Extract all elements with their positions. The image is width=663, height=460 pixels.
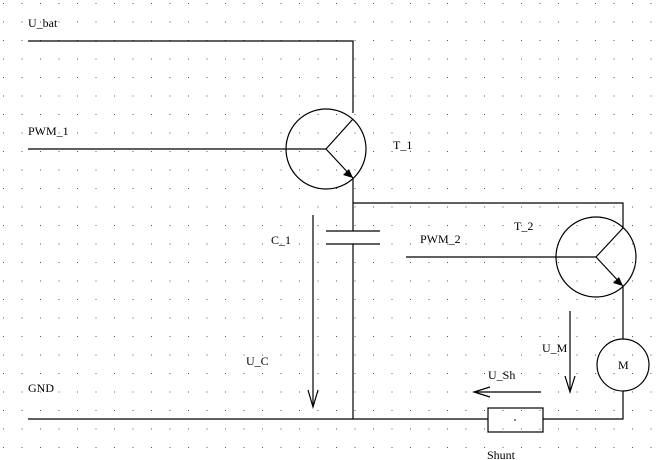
u-bat-line	[28, 40, 354, 113]
t-1-label: T_1	[393, 138, 412, 152]
transistor-t2-emitter-arrow	[613, 277, 623, 286]
u-m-arrow	[564, 311, 576, 395]
transistor-t1-collector	[325, 118, 354, 150]
u-c-arrow	[307, 215, 319, 410]
t-2-label: T_2	[514, 219, 533, 233]
u-bat-label: U_bat	[28, 16, 58, 30]
shunt-resistor	[487, 407, 544, 433]
gnd-label: GND	[28, 381, 54, 395]
u-m-label: U_M	[542, 341, 568, 355]
u-c-label: U_C	[246, 354, 269, 368]
shunt-label: Shunt	[487, 448, 516, 460]
transistor-t1-emitter-arrow	[343, 169, 353, 178]
u-sh-arrow	[471, 386, 541, 398]
u-sh-label: U_Sh	[488, 368, 515, 382]
pwm-2-label: PWM_2	[420, 232, 461, 246]
transistor-t2-collector	[595, 227, 624, 258]
motor-to-shunt-wire	[543, 391, 624, 420]
pwm-1-label: PWM_1	[28, 124, 69, 138]
c-1-label: C_1	[271, 233, 291, 247]
midpoint-to-t2-wire	[353, 202, 624, 228]
motor-label: M	[618, 358, 629, 372]
shunt-center-dot	[514, 419, 516, 421]
